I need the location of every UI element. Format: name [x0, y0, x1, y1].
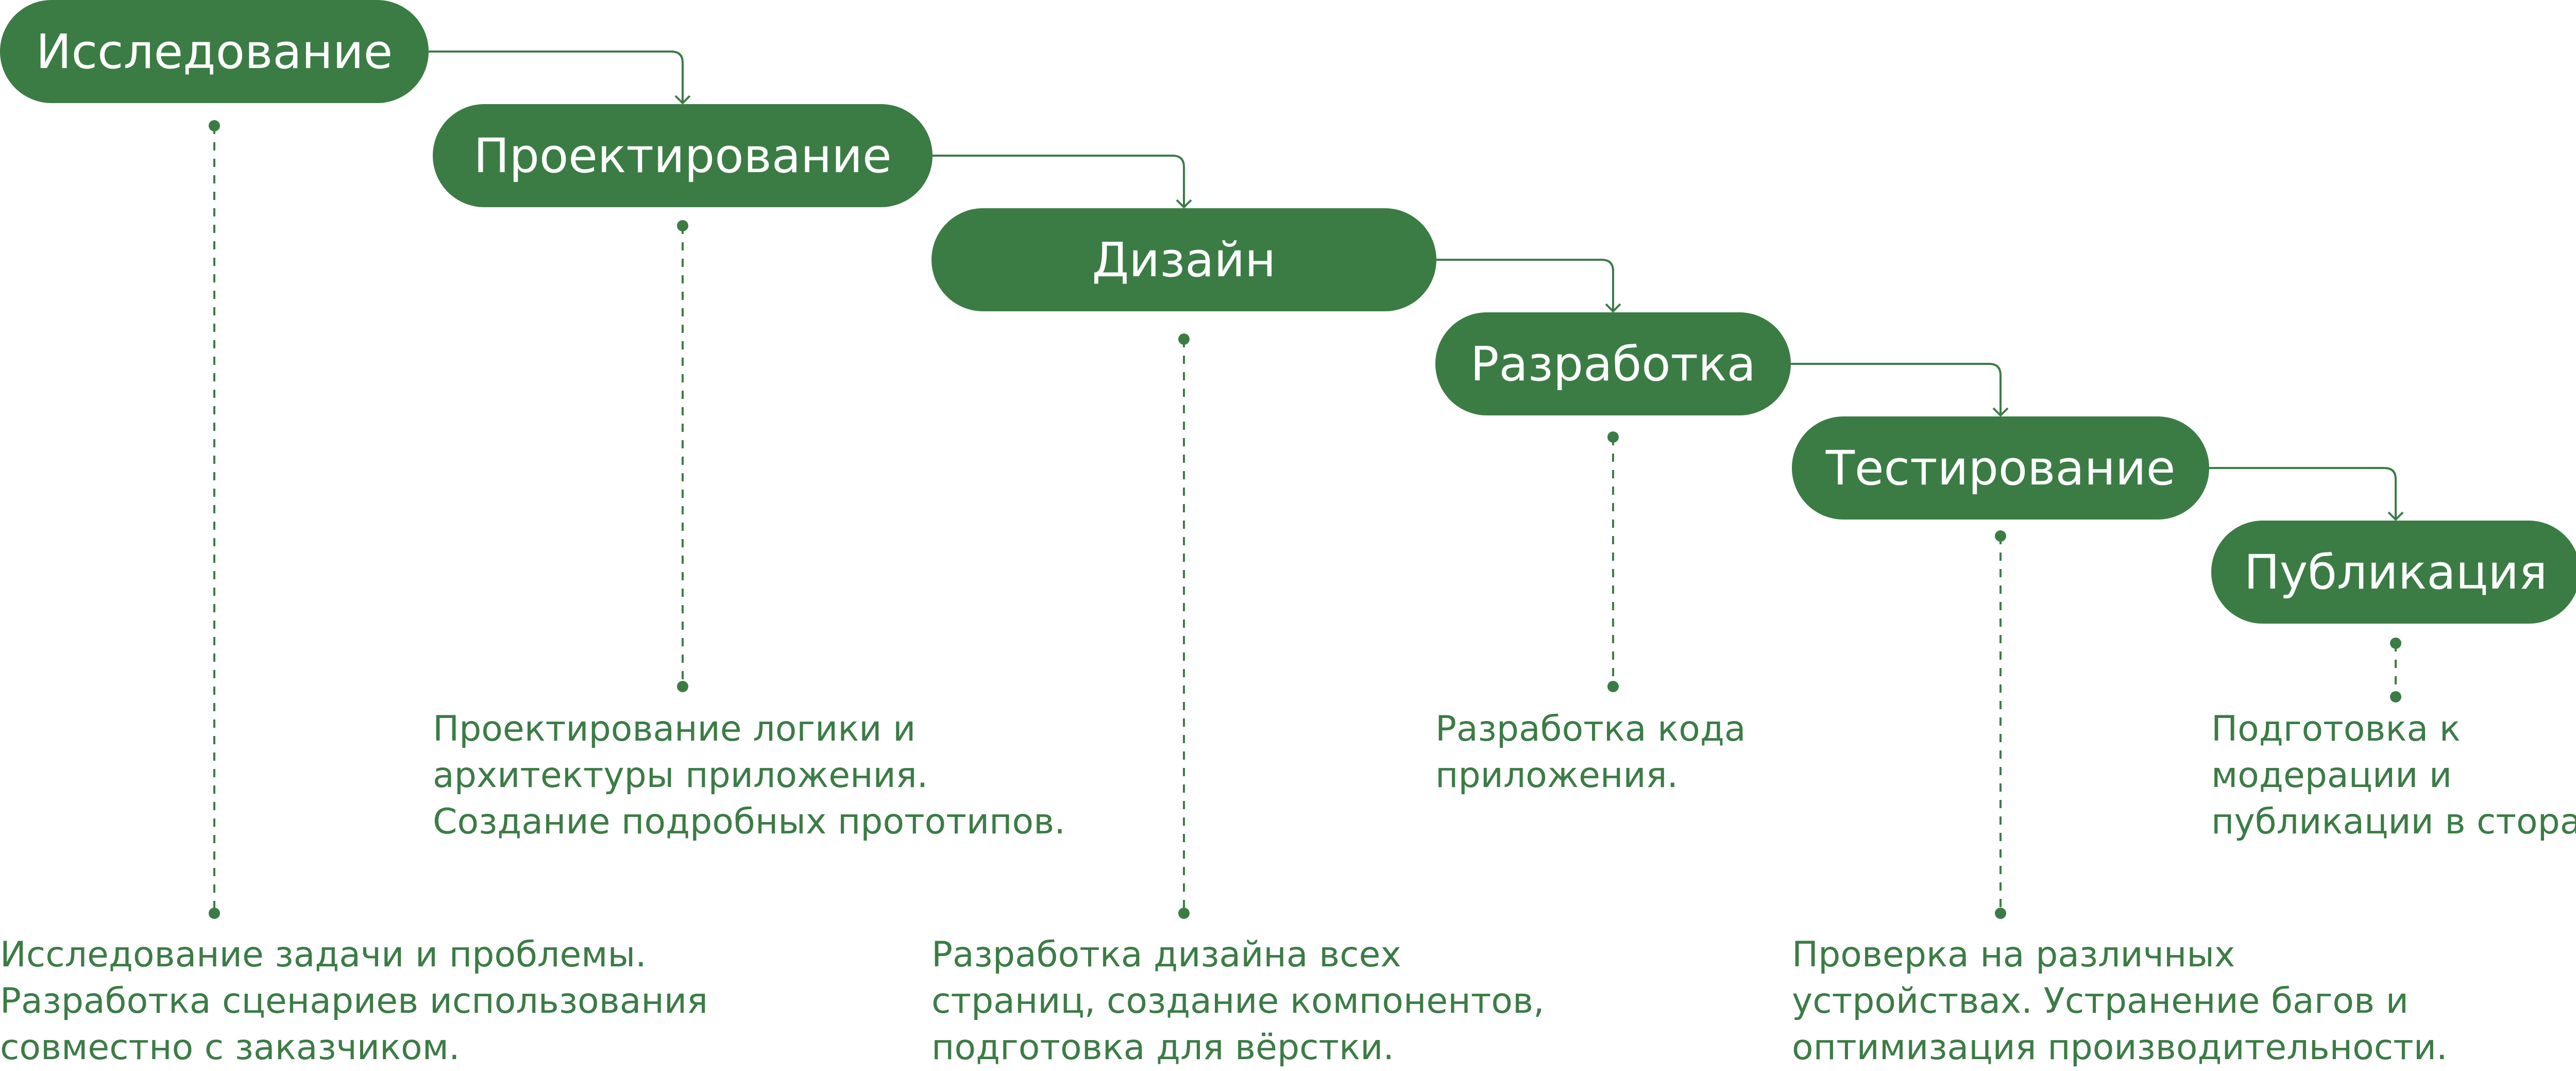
connector-line: [2209, 467, 2397, 520]
connector-arrowhead: [1605, 303, 1621, 313]
stage-pill-development: Разработка: [1435, 312, 1791, 415]
connector-line: [1791, 363, 2002, 415]
stage-description-planning: Проектирование логики и архитектуры прил…: [433, 706, 1065, 845]
description-line: Разработка сценариев использования: [0, 981, 708, 1022]
connector-arrowhead: [674, 95, 691, 105]
description-line: устройствах. Устранение багов и: [1792, 981, 2409, 1022]
stage-description-testing: Проверка на различных устройствах. Устра…: [1792, 932, 2448, 1071]
guide-dot-bottom: [1178, 908, 1190, 919]
connector-arrowhead: [1176, 199, 1192, 209]
connector-arrowhead: [1992, 407, 2009, 417]
description-line: подготовка для вёрстки.: [931, 1027, 1395, 1068]
description-line: Исследование задачи и проблемы.: [0, 934, 647, 975]
connector-line: [933, 155, 1185, 207]
stage-pill-research: Исследование: [0, 0, 429, 103]
stage-label-testing: Тестирование: [1825, 440, 2176, 496]
guide-dot-top: [209, 120, 220, 131]
description-line: Разработка кода: [1435, 709, 1746, 749]
description-line: Подготовка к: [2211, 709, 2461, 749]
guide-dot-top: [1995, 530, 2006, 542]
description-line: Проверка на различных: [1792, 934, 2235, 975]
guide-dot-top: [2390, 638, 2401, 649]
description-line: Проектирование логики и: [433, 709, 916, 749]
stage-label-research: Исследование: [36, 24, 393, 79]
guide-dot-bottom: [1995, 908, 2006, 919]
stage-label-planning: Проектирование: [473, 128, 892, 183]
guide-dot-top: [1607, 431, 1619, 443]
connector-line: [429, 51, 684, 103]
stage-label-publication: Публикация: [2244, 544, 2548, 600]
stage-description-research: Исследование задачи и проблемы. Разработ…: [0, 932, 708, 1071]
description-line: страниц, создание компонентов,: [931, 981, 1545, 1022]
stage-pill-publication: Публикация: [2211, 521, 2576, 624]
guide-dot-bottom: [209, 908, 220, 919]
stage-description-design: Разработка дизайна всех страниц, создани…: [931, 932, 1545, 1071]
guide-dot-top: [677, 220, 688, 231]
guide-dot-bottom: [1607, 681, 1619, 692]
description-line: совместно с заказчиком.: [0, 1027, 460, 1068]
stage-pill-testing: Тестирование: [1792, 416, 2209, 520]
guide-dot-bottom: [677, 681, 688, 692]
description-line: оптимизация производительности.: [1792, 1027, 2448, 1068]
guide-dot-bottom: [2390, 691, 2401, 702]
description-line: приложения.: [1435, 755, 1679, 796]
stage-description-development: Разработка кода приложения.: [1435, 706, 1746, 799]
guide-dot-top: [1178, 333, 1190, 345]
connector-arrowhead: [2387, 511, 2404, 521]
stage-label-development: Разработка: [1470, 336, 1756, 392]
stage-pill-planning: Проектирование: [433, 104, 933, 207]
connector-line: [1436, 259, 1614, 311]
description-line: Разработка дизайна всех: [931, 934, 1401, 975]
description-line: архитектуры приложения.: [433, 755, 928, 796]
description-line: модерации и: [2211, 755, 2452, 796]
stage-description-publication: Подготовка к модерации и публикации в ст…: [2211, 706, 2576, 845]
stage-label-design: Дизайн: [1092, 232, 1276, 288]
description-line: Создание подробных прототипов.: [433, 801, 1065, 842]
stage-pill-design: Дизайн: [931, 208, 1436, 311]
description-line: публикации в сторах.: [2211, 801, 2576, 842]
